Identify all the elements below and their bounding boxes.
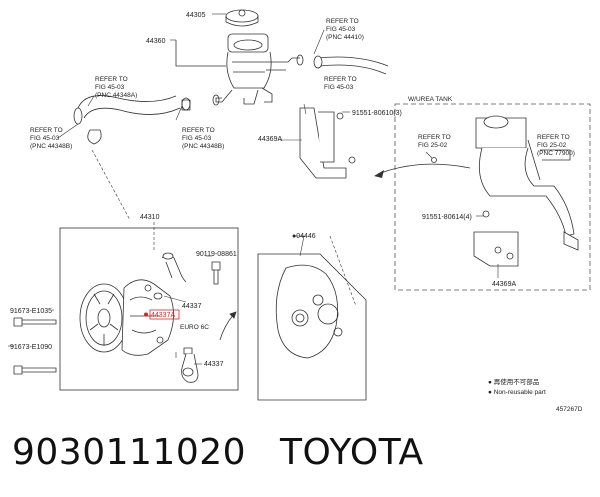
callout-highlighted-part: 44337A [151,312,175,319]
parts-diagram: 44305 44360 44310 44337 44337 44369A 443… [8,9,591,413]
seal-kit-box [257,253,367,401]
callout-44369a-left: 44369A [258,136,282,143]
brand-name: TOYOTA [280,432,424,473]
legend-non-reusable-en: ● Non-reusable part [488,389,546,396]
reservoir-assembly [175,9,389,106]
callout-44305: 44305 [186,12,206,19]
callout-44337-lower: 44337 [204,361,224,368]
figure-code: 457267D [556,406,583,413]
urea-tank-label: W/UREA TANK [408,96,453,103]
power-steering-pump [79,252,221,356]
refer-note-45-03: REFER TO FIG 45-03 [324,76,358,91]
highlight-box [149,309,180,320]
refer-note-44410: REFER TO FIG 45-03 (PNC 44410) [326,18,364,41]
refer-note-77900: REFER TO FIG 25-02 (PNC 77900) [537,134,575,157]
callout-44310: 44310 [140,214,160,221]
leader-lines [8,13,499,365]
callouts: 44305 44360 44310 44337 44337 44369A 443… [10,12,516,368]
callout-91551-80610: 91551-80610(3) [352,110,402,117]
urea-tank-region [394,103,591,291]
pump-box [59,227,239,391]
refer-note-44348a: REFER TO FIG 45-03 (PNC 44348A) [95,76,137,99]
callout-90119: 90119-08861 [196,251,237,258]
legend: ● 再使用不可部品 ● Non-reusable part 457267D [488,377,583,413]
callout-04446: ●04446 [292,233,316,240]
refer-notes: REFER TO FIG 45-03 (PNC 44410) REFER TO … [30,18,575,157]
refer-note-44348b-center: REFER TO FIG 45-03 (PNC 44348B) [182,127,224,150]
part-caption: 9030111020 TOYOTA [12,432,424,482]
refer-note-44348b-left: REFER TO FIG 45-03 (PNC 44348B) [30,127,72,150]
callout-44369a-right: 44369A [492,281,516,288]
bracket-left [299,107,356,179]
euro6c-label: EURO 6C [180,324,209,331]
refer-note-25-02: REFER TO FIG 25-02 [418,134,452,149]
legend-non-reusable-jp: ● 再使用不可部品 [488,377,539,386]
callout-91551-80614: 91551-80614(4) [422,214,472,221]
callout-91673-e1090: 91673-E1090 [10,344,52,351]
callout-44360: 44360 [146,38,166,45]
callout-91673-e1035: 91673-E1035 [10,308,52,315]
highlight-dot [144,312,148,317]
bolts [13,317,57,375]
part-number: 9030111020 [12,432,247,473]
euro6c-fitting [181,311,237,383]
callout-44337-upper: 44337 [182,303,202,310]
urea-tank-assembly [431,115,579,267]
return-hose [73,95,191,145]
